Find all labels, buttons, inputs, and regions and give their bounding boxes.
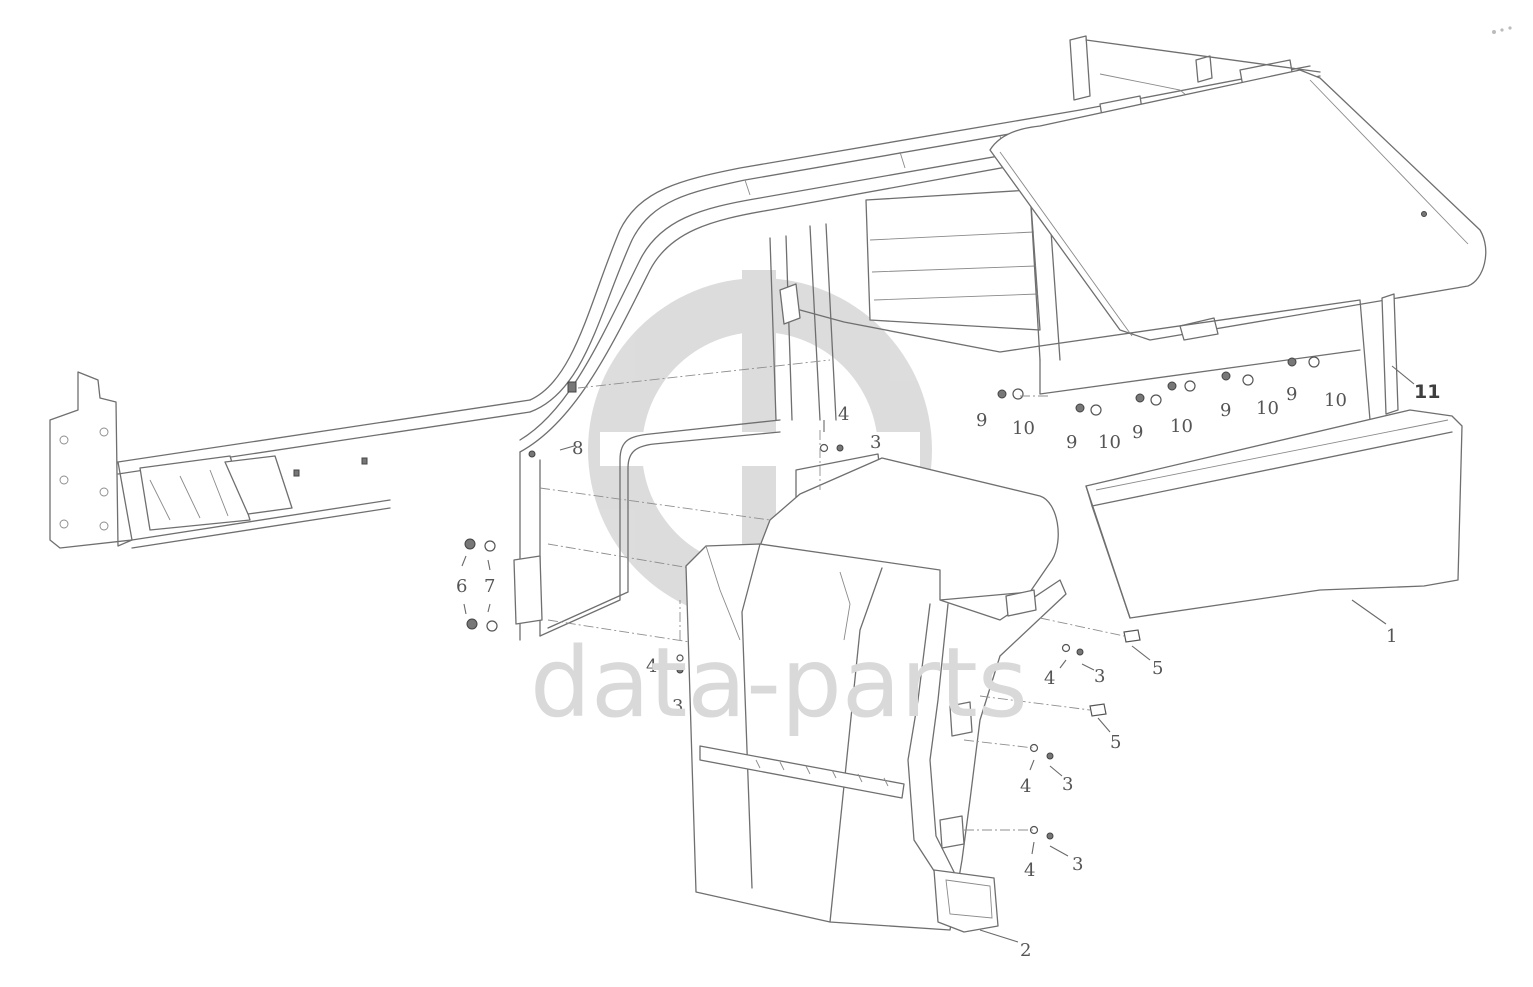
callout-10-e: 10 — [1324, 390, 1347, 411]
callout-9-d: 9 — [1220, 400, 1231, 421]
hardware-fasteners — [464, 356, 1320, 840]
callout-2: 2 — [1020, 940, 1031, 961]
callout-5-lower: 5 — [1110, 732, 1121, 753]
part-11-strip — [1381, 293, 1399, 415]
callout-3-upper-right: 3 — [1094, 666, 1105, 687]
callout-3-mid-right: 3 — [1062, 774, 1073, 795]
callout-1: 1 — [1386, 626, 1397, 647]
callout-9-c: 9 — [1132, 422, 1143, 443]
part-2-fender-assembly — [685, 453, 1067, 933]
callout-4-lower-right: 4 — [1024, 860, 1035, 881]
assembly-lines — [539, 359, 1125, 831]
callout-10-c: 10 — [1170, 416, 1193, 437]
callout-4-mid-right: 4 — [1020, 776, 1031, 797]
callout-7: 7 — [484, 576, 495, 597]
callout-4-upper-right: 4 — [1044, 668, 1055, 689]
callout-8: 8 — [572, 438, 583, 459]
vehicle-frame — [49, 35, 1321, 643]
leader-lines — [461, 365, 1415, 943]
callout-9-a: 9 — [976, 410, 987, 431]
part-1-rear-panel — [1085, 409, 1463, 619]
watermark-text: data-parts — [530, 627, 1028, 739]
callout-10-b: 10 — [1098, 432, 1121, 453]
callout-10-a: 10 — [1012, 418, 1035, 439]
callout-9-b: 9 — [1066, 432, 1077, 453]
callout-11: 11 — [1414, 381, 1440, 403]
callout-3-lower-right: 3 — [1072, 854, 1083, 875]
callout-10-d: 10 — [1256, 398, 1279, 419]
callout-3-left: 3 — [672, 696, 683, 717]
callout-6: 6 — [456, 576, 467, 597]
corner-mark-icon — [1492, 26, 1512, 34]
callout-4-top: 4 — [838, 404, 849, 425]
roof-panel — [989, 69, 1487, 421]
callout-3-top: 3 — [870, 432, 881, 453]
callout-labels: 1 2 3 4 3 4 3 4 3 4 3 4 5 5 6 7 8 9 10 9… — [456, 381, 1440, 961]
callout-5-upper: 5 — [1152, 658, 1163, 679]
callout-9-e: 9 — [1286, 384, 1297, 405]
callout-4-left: 4 — [646, 656, 657, 677]
